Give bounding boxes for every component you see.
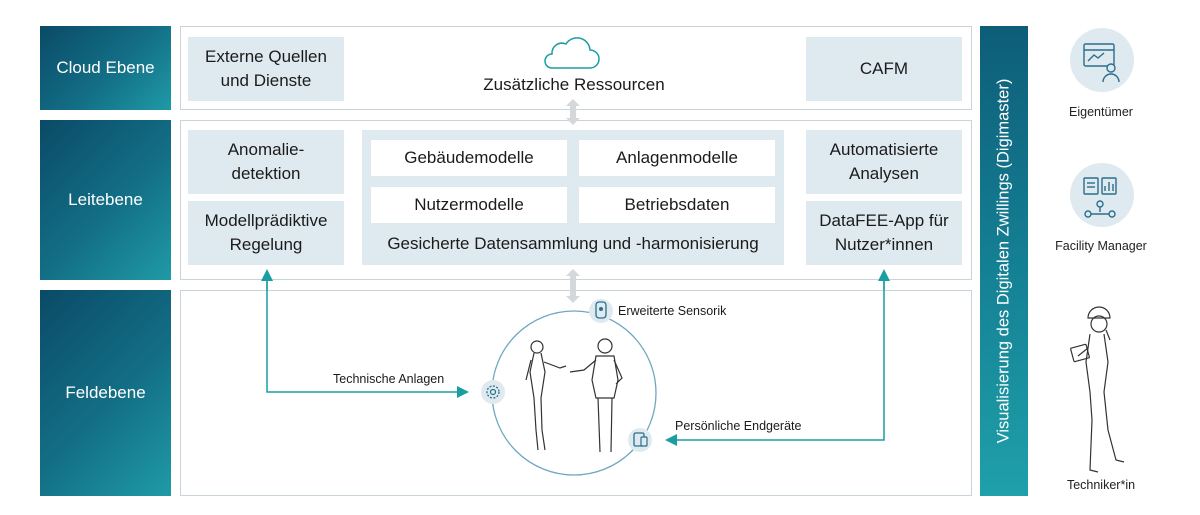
box-externe-quellen: Externe Quellen und Dienste <box>188 37 344 101</box>
arrow-technische-anlagen <box>261 269 469 398</box>
label-persoenliche-endgeraete: Persönliche Endgeräte <box>675 419 802 433</box>
box-cafm: CAFM <box>806 37 962 101</box>
level-feld-label: Feldebene <box>65 383 146 402</box>
digimaster-bar <box>980 26 1028 496</box>
box-automatisierte: Automatisierte Analysen <box>806 130 962 194</box>
facility-circle <box>1070 163 1134 227</box>
dashboard-person-icon <box>1083 43 1120 83</box>
label-technische-anlagen: Technische Anlagen <box>333 372 445 386</box>
box-nutzermodelle: Nutzermodelle <box>371 187 567 223</box>
level-leit: Leitebene <box>40 120 171 280</box>
connector-cloud-leit <box>566 99 580 125</box>
people-talking-icon <box>525 338 623 453</box>
technician-icon <box>1070 306 1125 473</box>
level-leit-label: Leitebene <box>68 190 143 209</box>
box-datafee: DataFEE-App für Nutzer*innen <box>806 201 962 265</box>
box-anomalie: Anomalie- detektion <box>188 130 344 194</box>
label-datensammlung: Gesicherte Datensammlung und -harmonisie… <box>387 234 759 253</box>
panel-feld <box>180 290 972 496</box>
betriebsdaten-label: Betriebsdaten <box>624 195 730 214</box>
gebaeudemodelle-label: Gebäudemodelle <box>404 148 534 167</box>
cloud-icon <box>544 37 600 69</box>
label-zusaetzliche-ressourcen: Zusätzliche Ressourcen <box>483 75 665 94</box>
sensor-icon <box>589 299 613 323</box>
role-facility-manager: Facility Manager <box>1055 239 1147 253</box>
label-erweiterte-sensorik: Erweiterte Sensorik <box>618 304 727 318</box>
level-cloud: Cloud Ebene <box>40 26 171 110</box>
box-betriebsdaten: Betriebsdaten <box>579 187 775 223</box>
field-circle <box>491 310 657 476</box>
connector-leit-feld <box>566 269 580 303</box>
box-modellpraediktive: Modellprädiktive Regelung <box>188 201 344 265</box>
level-cloud-label: Cloud Ebene <box>56 58 155 77</box>
dashboard-network-icon <box>1083 177 1117 218</box>
device-icon <box>628 428 652 452</box>
gear-icon <box>481 380 505 404</box>
box-anlagenmodelle: Anlagenmodelle <box>579 140 775 176</box>
arrow-endgeraete <box>665 269 890 446</box>
box-gebaeudemodelle: Gebäudemodelle <box>371 140 567 176</box>
role-eigentuemer: Eigentümer <box>1069 105 1133 119</box>
level-feld: Feldebene <box>40 290 171 496</box>
role-techniker: Techniker*in <box>1066 478 1136 492</box>
eigentuemer-circle <box>1070 28 1134 92</box>
anlagenmodelle-label: Anlagenmodelle <box>616 148 738 167</box>
nutzermodelle-label: Nutzermodelle <box>414 195 524 214</box>
